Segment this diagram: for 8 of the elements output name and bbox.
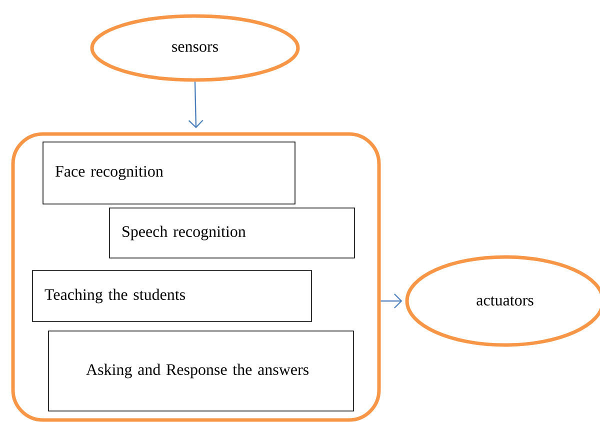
ellipse-node: sensors <box>90 14 300 82</box>
process-box: Face recognition <box>42 142 296 204</box>
process-box: Asking and Response the answers <box>48 330 354 412</box>
process-box: Speech recognition <box>109 208 355 258</box>
arrow <box>188 82 204 128</box>
process-box: Teaching the students <box>32 270 312 322</box>
arrow <box>380 294 402 308</box>
rounded-container <box>11 132 381 422</box>
